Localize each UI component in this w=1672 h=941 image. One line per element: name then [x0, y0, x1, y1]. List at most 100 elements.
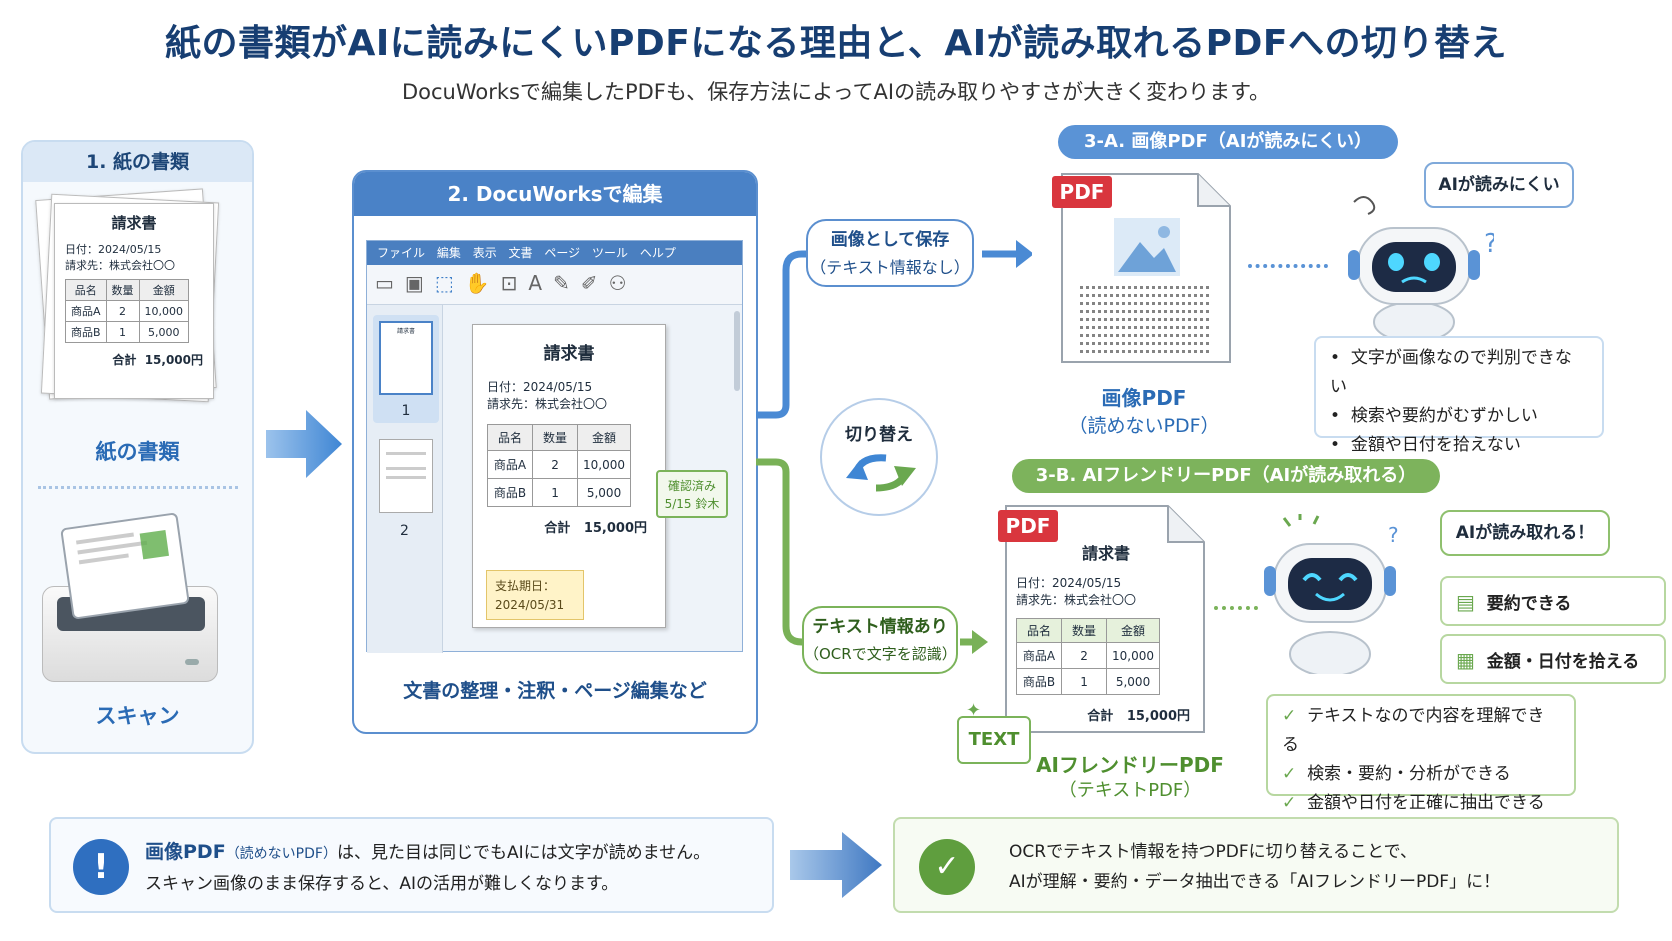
feature-extract: ▦ 金額・日付を拾える: [1440, 634, 1666, 684]
text-info-line-2: （OCRで文字を認識）: [804, 645, 957, 663]
total-label: 合計: [544, 521, 571, 536]
table-cell: 商品B: [486, 478, 534, 507]
text-tool-icon[interactable]: A: [528, 271, 554, 295]
table-cell: 1: [532, 478, 579, 507]
user-stamp-icon[interactable]: ⚇: [608, 271, 638, 295]
menu-page[interactable]: ページ: [544, 246, 581, 260]
pen-icon[interactable]: ✎: [553, 271, 581, 295]
scrollbar[interactable]: [734, 311, 740, 391]
switch-label: 切り替え: [845, 425, 913, 445]
thumbnail-pane: 請求書 1 2: [367, 305, 443, 653]
refresh-arrows-icon: [846, 454, 916, 492]
save-image-line-1: 画像として保存: [830, 230, 950, 250]
svg-text:?: ?: [1388, 523, 1399, 547]
table-cell: 10,000: [138, 300, 190, 322]
list-item: ✓ 検索・要約・分析ができる: [1282, 764, 1511, 784]
arrow-right-icon: [266, 410, 342, 478]
scan-label: スキャン: [95, 704, 180, 728]
paper-doc-title: 請求書: [111, 214, 157, 232]
caption-line-2: （読めないPDF）: [1068, 415, 1220, 437]
table-cell: 商品A: [486, 450, 534, 479]
list-item: ✓ 金額や日付を正確に抽出できる: [1282, 793, 1545, 813]
table-header: 金額: [138, 279, 190, 301]
footer-strong: 画像PDF: [145, 841, 226, 863]
thumbnail-page-1[interactable]: 請求書 1: [373, 315, 439, 423]
sticky-note[interactable]: 支払期日： 2024/05/31: [486, 570, 584, 620]
feature-summary: ▤ 要約できる: [1440, 576, 1666, 626]
doc-client: 請求先：株式会社〇〇: [1016, 593, 1137, 607]
step1-heading: 1. 紙の書類: [23, 142, 252, 182]
save-image-line-2: （テキスト情報なし）: [810, 258, 970, 277]
total-label: 合計: [112, 353, 137, 367]
step3b-heading: 3-B. AIフレンドリーPDF（AIが読み取れる）: [1012, 459, 1440, 493]
note-line-1: 支払期日：: [495, 579, 556, 593]
menu-file[interactable]: ファイル: [377, 246, 426, 260]
table-header: 金額: [577, 424, 632, 451]
table-header: 品名: [1015, 618, 1063, 643]
folder-icon[interactable]: ▭: [375, 271, 405, 295]
thumbnail-page-2[interactable]: [379, 439, 433, 513]
caption-line-1: AIフレンドリーPDF: [1036, 753, 1224, 777]
table-cell: 2: [532, 450, 579, 479]
list-item: • 金額や日付を拾えない: [1330, 435, 1521, 455]
paper-doc-client: 請求先：株式会社〇〇: [65, 259, 175, 272]
page-number: 1: [401, 403, 411, 419]
menu-view[interactable]: 表示: [472, 246, 497, 260]
menu-help[interactable]: ヘルプ: [639, 246, 676, 260]
ai-pdf-caption: AIフレンドリーPDF （テキストPDF）: [1030, 752, 1230, 804]
toolbar: ▭▣⬚✋⊡A✎✐⚇: [367, 265, 742, 305]
table-header: 品名: [486, 424, 534, 451]
menu-edit[interactable]: 編集: [436, 246, 461, 260]
switch-badge: 切り替え: [820, 398, 938, 516]
hand-icon[interactable]: ✋: [464, 271, 501, 295]
footer-solution: ✓ OCRでテキスト情報を持つPDFに切り替えることで、 AIが理解・要約・デー…: [893, 817, 1619, 913]
speech-bubble-hard: AIが読みにくい: [1424, 162, 1574, 208]
doc-total: 合計 15,000円: [1016, 705, 1196, 724]
footer-right-line-2: AIが理解・要約・データ抽出できる「AIフレンドリーPDF」に！: [1009, 872, 1501, 892]
exclamation-icon: !: [73, 839, 129, 895]
pdf-badge: PDF: [1052, 176, 1112, 208]
garbled-text-graphic: [1080, 286, 1212, 358]
menu-bar: ファイル 編集 表示 文書 ページ ツール ヘルプ: [367, 241, 742, 265]
table-header: 数量: [532, 424, 579, 451]
document-icon: ▤: [1456, 590, 1475, 614]
svg-text:?: ?: [1484, 229, 1494, 259]
menu-document[interactable]: 文書: [508, 246, 533, 260]
list-item: • 文字が画像なので判別できない: [1330, 348, 1572, 397]
table-cell: 5,000: [577, 478, 632, 507]
menu-tools[interactable]: ツール: [591, 246, 628, 260]
marker-icon[interactable]: ✐: [580, 271, 609, 295]
table-cell: 2: [1061, 642, 1108, 669]
doc-title: 請求書: [1081, 544, 1130, 563]
doc-title: 請求書: [543, 344, 595, 364]
footer-rest: は、見た目は同じでもAIには文字が読めません。: [336, 843, 711, 863]
footer-line-2: スキャン画像のまま保存すると、AIの活用が難しくなります。: [145, 874, 619, 894]
doc-date: 日付：2024/05/15: [487, 380, 593, 394]
table-cell: 10,000: [577, 450, 632, 479]
save-icon[interactable]: ▣: [404, 271, 435, 295]
ai-pdf-benefits: ✓ テキストなので内容を理解できる ✓ 検索・要約・分析ができる ✓ 金額や日付…: [1266, 694, 1576, 813]
thumbnail-title: 請求書: [379, 321, 433, 395]
table-cell: 5,000: [138, 321, 190, 343]
doc-total: 合計 15,000円: [487, 517, 651, 536]
happy-robot-icon: ?: [1264, 514, 1399, 674]
table-cell: 商品A: [1015, 642, 1063, 669]
select-icon[interactable]: ⬚: [434, 271, 465, 295]
table-header: 数量: [1061, 618, 1108, 643]
table-cell: 商品B: [1015, 668, 1063, 695]
image-pdf-problems: • 文字が画像なので判別できない • 検索や要約がむずかしい • 金額や日付を拾…: [1314, 336, 1604, 455]
paper-doc-date: 日付：2024/05/15: [65, 243, 162, 256]
flow-connectors: [756, 240, 1032, 654]
approval-stamp[interactable]: 確認済み 5/15 鈴木: [656, 470, 728, 518]
footer-solution-text: OCRでテキスト情報を持つPDFに切り替えることで、 AIが理解・要約・データ抽…: [1009, 837, 1500, 897]
stamp-line-2: 5/15 鈴木: [664, 497, 720, 511]
stamp-line-1: 確認済み: [667, 479, 716, 493]
feature-summary-label: 要約できる: [1486, 594, 1572, 614]
step3a-heading: 3-A. 画像PDF（AIが読みにくい）: [1058, 125, 1398, 159]
pdf-badge: PDF: [998, 510, 1058, 542]
page-subtitle: DocuWorksで編集したPDFも、保存方法によってAIの読み取りやすさが大き…: [401, 80, 1271, 104]
crop-icon[interactable]: ⊡: [500, 271, 529, 295]
